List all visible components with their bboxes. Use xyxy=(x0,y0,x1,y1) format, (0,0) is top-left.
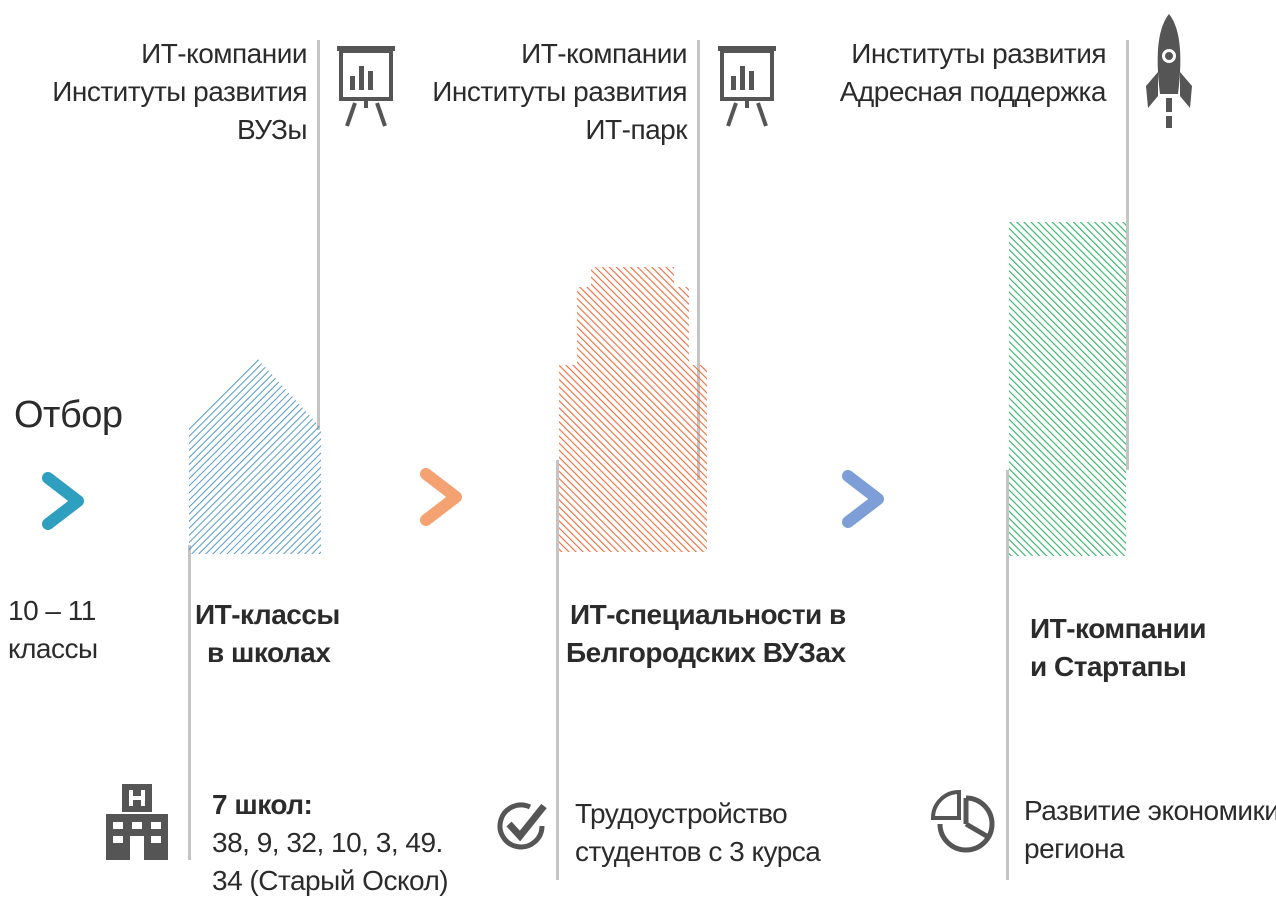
title-line: и Стартапы xyxy=(1030,651,1187,682)
title-line: ИТ-компании xyxy=(1030,613,1206,644)
stage2-university-shape xyxy=(559,267,707,552)
stage3-top-line xyxy=(1126,40,1129,470)
hospital-building-icon xyxy=(106,784,168,860)
partner-line: ВУЗы xyxy=(237,114,307,145)
presentation-chart-icon xyxy=(337,46,395,127)
partner-line: Институты развития xyxy=(432,76,687,107)
title-line: Белгородских ВУЗах xyxy=(566,637,846,668)
stage1-bottom-line xyxy=(188,545,191,860)
outcome-line: студентов с 3 курса xyxy=(575,836,821,867)
stage1-school-shape xyxy=(189,358,321,554)
title-line: ИТ-специальности в xyxy=(570,599,846,630)
partner-line: Адресная поддержка xyxy=(839,76,1107,107)
chevron-right-icon xyxy=(420,468,462,526)
partner-line: ИТ-компании xyxy=(521,38,687,69)
outcome-line: региона xyxy=(1024,833,1125,864)
stage3-partners: Институты развития Адресная поддержка xyxy=(839,35,1107,111)
grade-line-1: 10 – 11 xyxy=(8,595,96,626)
schools-heading: 7 школ: xyxy=(212,789,313,820)
pie-chart-icon xyxy=(930,789,995,853)
stage1-top-line xyxy=(317,40,320,430)
checkmark-circle-icon xyxy=(497,802,547,850)
stage2-top-line xyxy=(697,40,700,480)
stage3-bottom-line xyxy=(1006,470,1009,880)
rocket-icon xyxy=(1146,14,1192,128)
partner-line: Институты развития xyxy=(851,38,1106,69)
stage1-title: ИТ-классы в школах xyxy=(195,596,340,672)
chevron-right-icon xyxy=(842,470,884,528)
chevron-right-icon xyxy=(42,472,84,530)
grade-line-2: классы xyxy=(8,633,98,664)
stage2-partners: ИТ-компании Институты развития ИТ-парк xyxy=(432,35,687,149)
schools-list: 38, 9, 32, 10, 3, 49. xyxy=(212,827,443,858)
selection-label: Отбор xyxy=(14,394,123,436)
stage3-company-shape xyxy=(1009,222,1126,556)
schools-list: 34 (Старый Оскол) xyxy=(212,865,449,896)
stage2-bottom-line xyxy=(556,460,559,880)
partner-line: Институты развития xyxy=(52,76,307,107)
presentation-chart-icon xyxy=(718,46,776,127)
title-line: ИТ-классы xyxy=(195,599,340,630)
grade-range: 10 – 11 классы xyxy=(8,592,98,668)
outcome-line: Трудоустройство xyxy=(575,798,788,829)
title-line: в школах xyxy=(207,637,331,668)
partner-line: ИТ-парк xyxy=(585,114,687,145)
partner-line: ИТ-компании xyxy=(141,38,307,69)
stage3-title: ИТ-компании и Стартапы xyxy=(1030,610,1206,686)
stage2-title: ИТ-специальности в Белгородских ВУЗах xyxy=(566,596,846,672)
stage2-outcome: Трудоустройство студентов с 3 курса xyxy=(575,795,821,871)
outcome-line: Развитие экономики xyxy=(1024,795,1276,826)
stage1-schools: 7 школ: 38, 9, 32, 10, 3, 49. 34 (Старый… xyxy=(212,786,449,900)
stage1-partners: ИТ-компании Институты развития ВУЗы xyxy=(52,35,307,149)
stage3-outcome: Развитие экономики региона xyxy=(1024,792,1276,868)
